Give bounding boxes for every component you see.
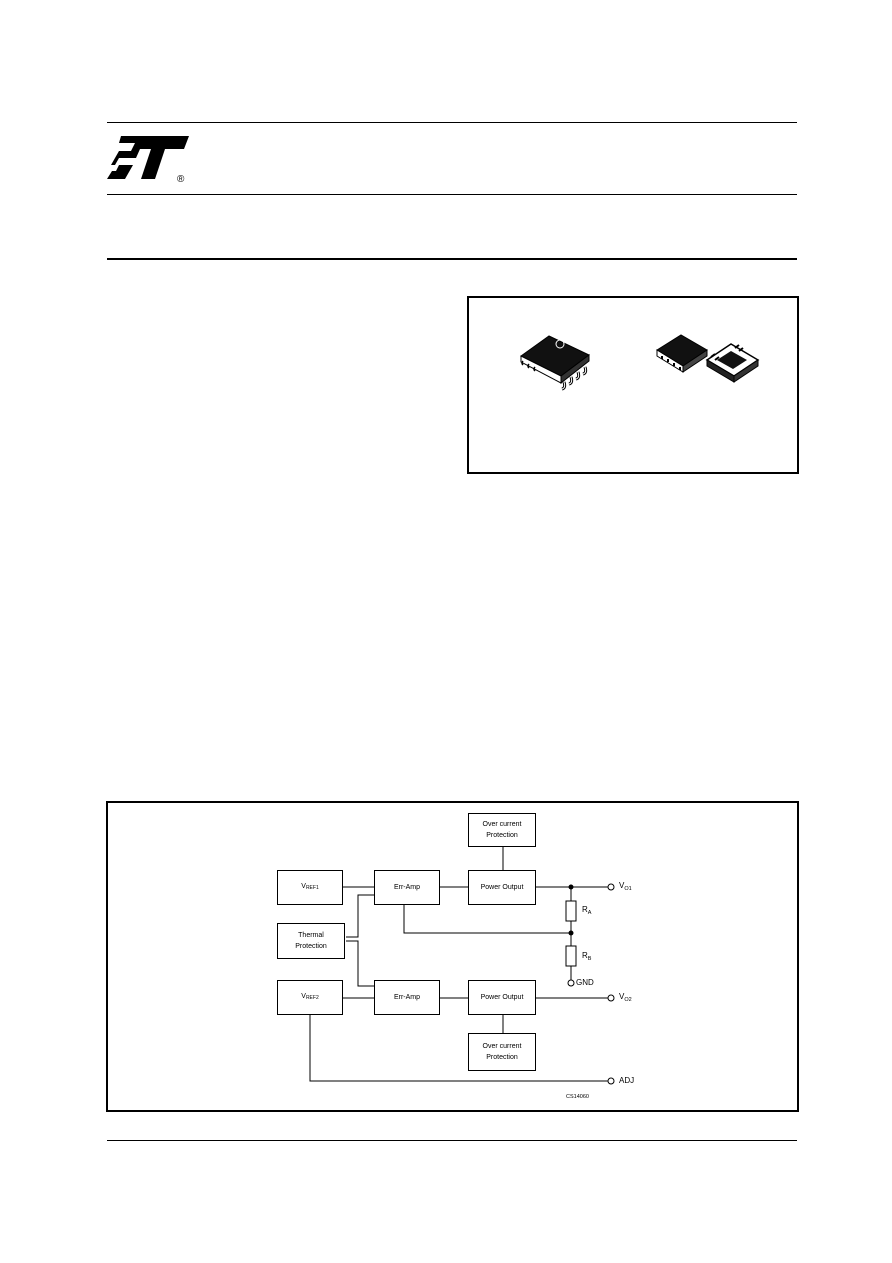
so-8-package-icon	[520, 335, 590, 391]
package-box	[467, 296, 799, 474]
st-logo-icon	[107, 136, 189, 179]
vo2-label: VO2	[619, 992, 632, 1003]
junction-vo1	[568, 884, 574, 890]
err-amp-2-block: Err-Amp	[374, 980, 440, 1015]
err-amp-1-block: Err-Amp	[374, 870, 440, 905]
terminal-vo2	[607, 994, 615, 1002]
terminal-gnd	[567, 979, 575, 987]
dfn-8-package-icon	[656, 334, 760, 383]
junction-feedback	[568, 930, 574, 936]
title-rule	[107, 258, 797, 260]
package-illustrations	[520, 334, 760, 391]
figure-code: CS14060	[566, 1094, 589, 1100]
rb-label: RB	[582, 951, 592, 962]
vo1-label: VO1	[619, 881, 632, 892]
power-output-1-block: Power Output	[468, 870, 536, 905]
footer-rule	[107, 1140, 797, 1141]
power-output-2-block: Power Output	[468, 980, 536, 1015]
st-logo: ®	[107, 131, 189, 187]
top-rule	[107, 122, 797, 123]
gnd-label: GND	[576, 978, 594, 987]
ra-label: RA	[582, 905, 592, 916]
vref2-block: VREF2	[277, 980, 343, 1015]
terminal-adj	[607, 1077, 615, 1085]
registered-mark: ®	[177, 174, 185, 185]
adj-label: ADJ	[619, 1076, 635, 1085]
vref1-block: VREF1	[277, 870, 343, 905]
diagram-wiring	[309, 845, 615, 1085]
header-rule	[107, 194, 797, 195]
terminal-vo1	[607, 883, 615, 891]
